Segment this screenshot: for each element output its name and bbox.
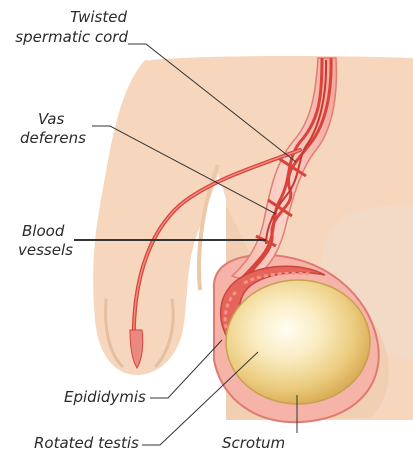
label-blood-line1: Blood [18,222,78,241]
label-epididymis: Epididymis [64,388,146,407]
label-vas-line2: deferens [20,129,90,148]
label-blood-vessels: Blood vessels [18,222,78,260]
penis-skin [93,60,226,375]
label-twisted-line1: Twisted [55,8,127,27]
label-blood-line2: vessels [18,241,78,260]
label-twisted-line2: spermatic cord [6,28,128,47]
label-scrotum: Scrotum [222,434,285,453]
label-vas-line1: Vas [20,110,90,129]
testis-shape [226,280,370,404]
label-twisted-spermatic-cord: Twisted [55,8,127,27]
label-vas-deferens: Vas deferens [20,110,90,148]
label-twisted-line2-wrap: spermatic cord [6,28,128,47]
label-rotated-testis: Rotated testis [34,434,139,453]
